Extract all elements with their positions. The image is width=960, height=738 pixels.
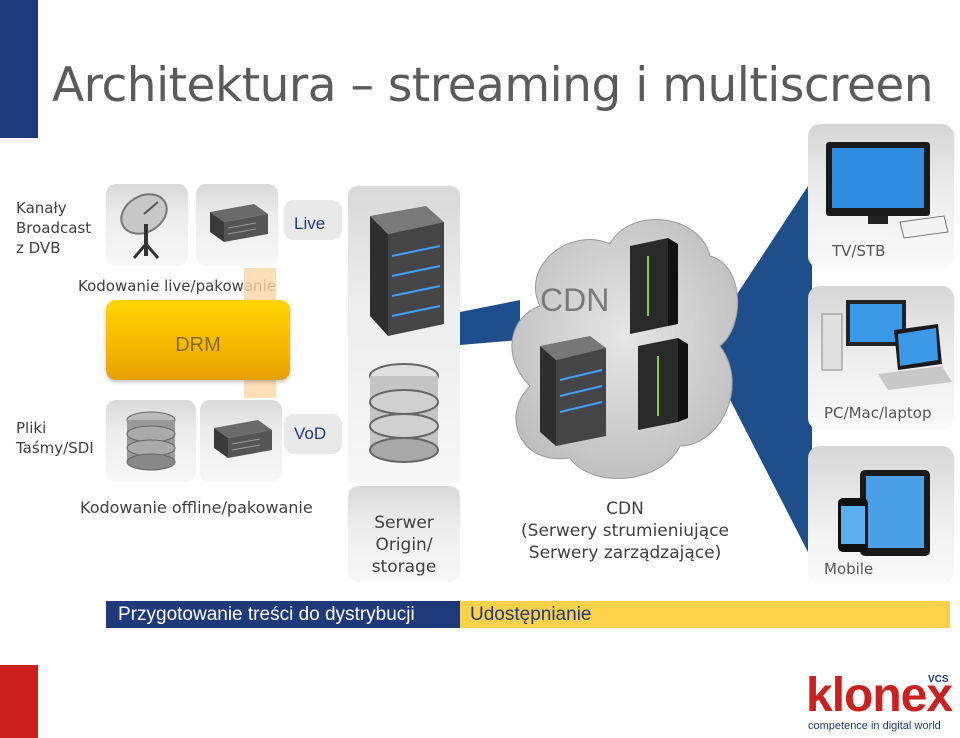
origin-server-panel xyxy=(348,186,460,486)
satellite-dish-icon xyxy=(120,193,168,259)
cdn-cloud-label: CDN xyxy=(540,282,610,318)
database-icon xyxy=(126,411,176,471)
server-caption-line-3: storage xyxy=(371,557,437,577)
pc-laptop-icon xyxy=(821,300,952,390)
page-title: Architektura – streaming i multiscreen xyxy=(52,58,934,113)
preparation-band xyxy=(106,601,460,628)
live-tag: Live xyxy=(294,214,326,233)
live-encoder-tile xyxy=(196,184,278,266)
mobile-devices-icon xyxy=(838,470,930,556)
delivery-band-label: Udostępnianie xyxy=(470,604,592,625)
cdn-caption-line-3: Serwery zarządzające) xyxy=(528,543,722,563)
drm-label: DRM xyxy=(175,334,221,356)
wedge-cdn-devices xyxy=(720,180,812,560)
cdn-cloud xyxy=(511,219,739,479)
source-files-label: Pliki Taśmy/SDI xyxy=(16,418,94,458)
accent-bar-bottom xyxy=(0,665,38,738)
mobile-tile: Mobile xyxy=(808,446,954,584)
cdn-caption-line-1: CDN xyxy=(606,499,644,519)
source-live-line-1: Kanały xyxy=(16,199,67,217)
delivery-band xyxy=(460,601,950,628)
live-tag-box xyxy=(284,200,342,240)
tv-stb-label: TV/STB xyxy=(832,242,886,260)
server-caption-line-1: Serwer xyxy=(374,513,434,533)
cdn-server-rack-icon xyxy=(630,238,678,334)
encoder-device-icon xyxy=(210,204,268,242)
klonex-logo: klonex VCS competence in digital world xyxy=(806,668,956,734)
storage-database-icon xyxy=(369,363,439,463)
server-caption: Serwer Origin/ storage xyxy=(348,512,460,578)
source-live-line-3: z DVB xyxy=(16,239,61,257)
server-icon xyxy=(370,206,444,336)
logo-superscript: VCS xyxy=(928,674,949,685)
server-caption-line-2: Origin/ xyxy=(375,535,433,555)
mobile-label: Mobile xyxy=(824,560,874,578)
vod-encoder-tile xyxy=(200,400,282,482)
encoder-device-icon xyxy=(214,420,272,458)
cdn-server-rack-icon-2 xyxy=(638,338,688,430)
accent-bar-top xyxy=(0,0,38,138)
cdn-caption-line-2: (Serwery strumieniujące xyxy=(521,521,729,541)
wedge-server-cdn xyxy=(460,300,520,345)
preparation-band-label: Przygotowanie treści do dystrybucji xyxy=(118,604,415,625)
satellite-tile xyxy=(106,184,188,266)
vod-tag: VoD xyxy=(294,424,327,443)
live-encoding-label: Kodowanie live/pakowanie xyxy=(78,277,276,295)
cdn-server-icon xyxy=(540,336,606,446)
tv-icon xyxy=(826,142,949,239)
source-live-label: Kanały Broadcast z DVB xyxy=(16,198,91,258)
offline-encoding-label: Kodowanie offline/pakowanie xyxy=(80,498,313,517)
pc-tile: PC/Mac/laptop xyxy=(808,286,954,430)
logo-tagline: competence in digital world xyxy=(808,720,941,732)
pc-label: PC/Mac/laptop xyxy=(824,404,932,422)
tv-stb-tile: TV/STB xyxy=(808,124,954,268)
logo-brand: klonex xyxy=(806,669,953,722)
server-caption-panel xyxy=(348,486,460,582)
storage-source-tile xyxy=(106,400,196,482)
source-files-line-2: Taśmy/SDI xyxy=(16,439,94,457)
source-files-line-1: Pliki xyxy=(16,419,47,437)
source-live-line-2: Broadcast xyxy=(16,219,92,237)
cdn-caption: CDN (Serwery strumieniujące Serwery zarz… xyxy=(510,498,740,564)
drm-box xyxy=(106,300,290,380)
vod-tag-box xyxy=(284,414,342,454)
